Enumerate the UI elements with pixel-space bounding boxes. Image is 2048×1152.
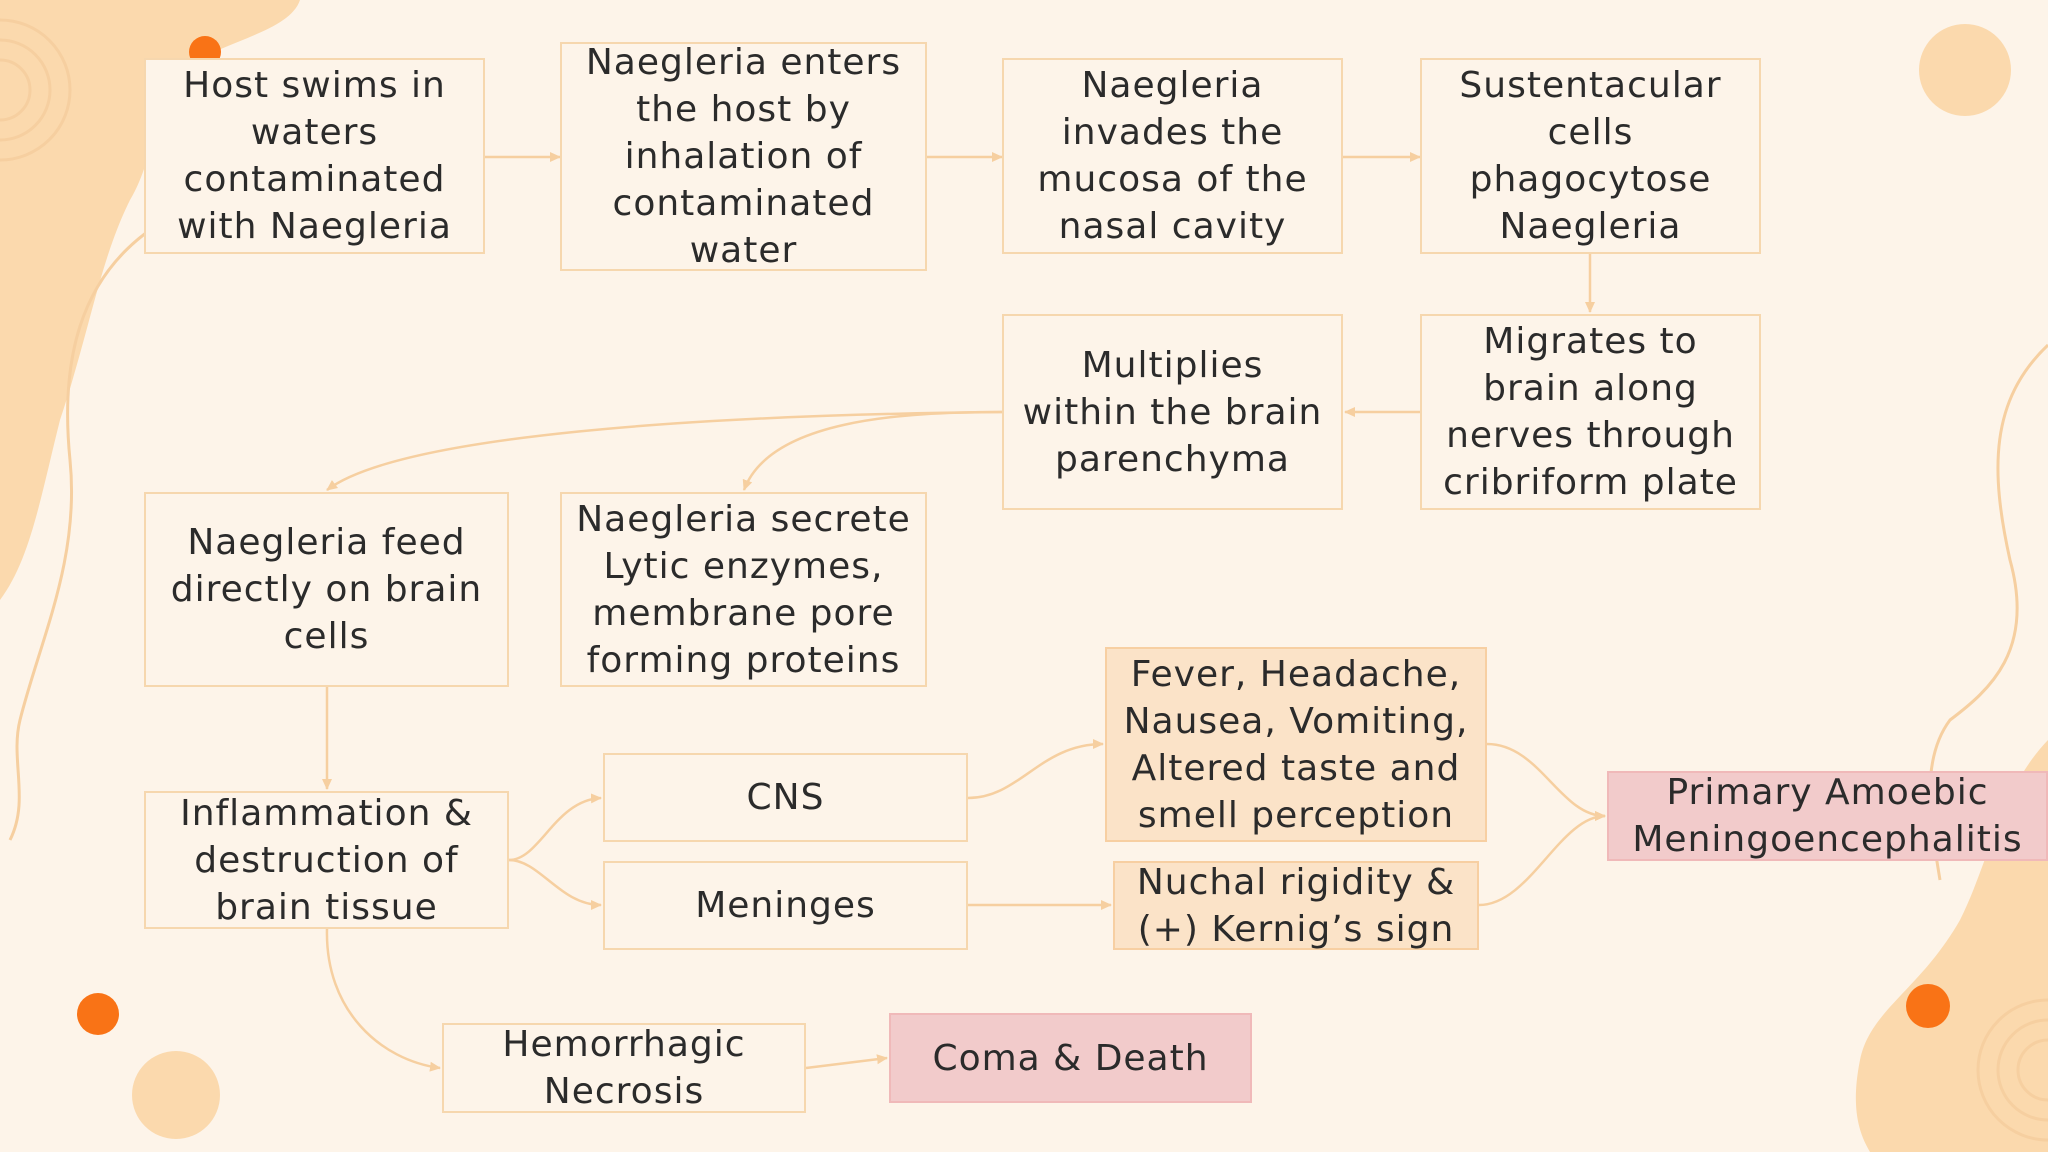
node-invades-mucosa: Naegleria invades the mucosa of the nasa… bbox=[1002, 58, 1343, 254]
arrow-cns-to-fever bbox=[967, 739, 1104, 800]
decor-dot-right bbox=[1906, 984, 1950, 1028]
node-secrete-enzymes: Naegleria secrete Lytic enzymes, membran… bbox=[560, 492, 927, 687]
node-naegleria-enters-text: Naegleria enters the host by inhalation … bbox=[585, 42, 902, 271]
node-meninges: Meninges bbox=[603, 861, 968, 950]
decor-rings-bottom-right bbox=[1976, 998, 2048, 1142]
node-invades-mucosa-text: Naegleria invades the mucosa of the nasa… bbox=[1037, 65, 1308, 247]
node-fever-symptoms: Fever, Headache, Nausea, Vomiting, Alter… bbox=[1105, 647, 1487, 842]
node-secrete-enzymes-text: Naegleria secrete Lytic enzymes, membran… bbox=[576, 498, 911, 681]
arrow-inflam-to-hemor bbox=[325, 928, 441, 1072]
node-fever-symptoms-text: Fever, Headache, Nausea, Vomiting, Alter… bbox=[1123, 653, 1469, 836]
node-inflammation-text: Inflammation & destruction of brain tiss… bbox=[180, 792, 473, 928]
arrow-multiply-to-secrete bbox=[742, 410, 1003, 491]
arrow-inflam-to-meninges bbox=[508, 858, 602, 910]
node-sustentacular-cells: Sustentacular cells phagocytose Naegleri… bbox=[1420, 58, 1761, 254]
node-migrates-to-brain-text: Migrates to brain along nerves through c… bbox=[1443, 321, 1738, 503]
decor-rings-top-left bbox=[0, 18, 72, 162]
node-meninges-text: Meninges bbox=[695, 885, 876, 926]
arrow-inflam-to-cns bbox=[508, 793, 602, 862]
node-multiplies-text: Multiplies within the brain parenchyma bbox=[1022, 344, 1323, 480]
node-nuchal-rigidity: Nuchal rigidity & (+) Kernig’s sign bbox=[1113, 861, 1479, 950]
node-cns: CNS bbox=[603, 753, 968, 842]
decor-blob-top-left bbox=[0, 0, 300, 600]
node-pam-text: Primary Amoebic Meningoencephalitis bbox=[1632, 772, 2023, 860]
node-coma-death: Coma & Death bbox=[889, 1013, 1252, 1103]
decor-dot-left bbox=[77, 993, 119, 1035]
decor-circle-bottom-left bbox=[132, 1051, 220, 1139]
node-sustentacular-cells-text: Sustentacular cells phagocytose Naegleri… bbox=[1459, 65, 1722, 247]
node-cns-text: CNS bbox=[746, 777, 825, 818]
node-feed-brain-cells: Naegleria feed directly on brain cells bbox=[144, 492, 509, 687]
arrow-nuchal-to-pam bbox=[1478, 811, 1606, 907]
node-migrates-to-brain: Migrates to brain along nerves through c… bbox=[1420, 314, 1761, 510]
arrow-hemor-to-coma bbox=[805, 1054, 888, 1070]
decor-line-left bbox=[8, 228, 151, 841]
decor-circle-top-right bbox=[1919, 24, 2011, 116]
node-multiplies: Multiplies within the brain parenchyma bbox=[1002, 314, 1343, 510]
node-nuchal-rigidity-text: Nuchal rigidity & (+) Kernig’s sign bbox=[1136, 861, 1456, 950]
node-primary-amoebic-meningoencephalitis: Primary Amoebic Meningoencephalitis bbox=[1607, 771, 2048, 861]
node-coma-death-text: Coma & Death bbox=[932, 1037, 1209, 1079]
node-host-swims-text: Host swims in waters contaminated with N… bbox=[177, 65, 452, 247]
node-hemorrhagic-necrosis-text: Hemorrhagic Necrosis bbox=[502, 1024, 746, 1112]
node-inflammation: Inflammation & destruction of brain tiss… bbox=[144, 791, 509, 929]
arrow-multiply-to-feed bbox=[326, 410, 1003, 491]
node-host-swims: Host swims in waters contaminated with N… bbox=[144, 58, 485, 254]
arrow-fever-to-pam bbox=[1486, 742, 1606, 821]
node-feed-brain-cells-text: Naegleria feed directly on brain cells bbox=[170, 522, 483, 657]
node-naegleria-enters: Naegleria enters the host by inhalation … bbox=[560, 42, 927, 271]
node-hemorrhagic-necrosis: Hemorrhagic Necrosis bbox=[442, 1023, 806, 1113]
